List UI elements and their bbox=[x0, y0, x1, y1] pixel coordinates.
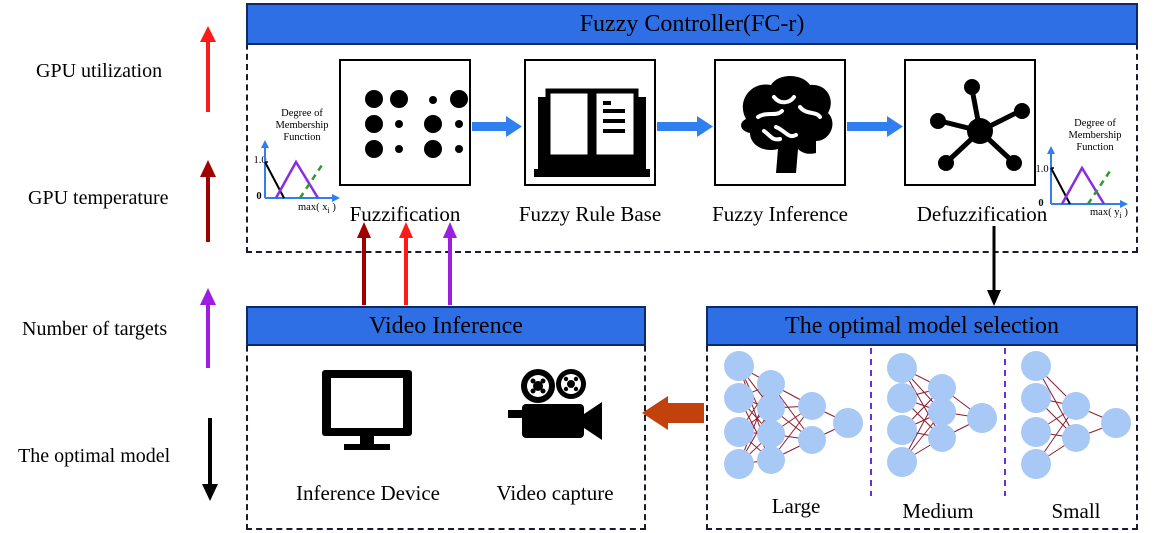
video-inference-title: Video Inference bbox=[246, 306, 646, 346]
membership-output-plot bbox=[1047, 146, 1128, 208]
fuzzy-controller-title: Fuzzy Controller(FC-r) bbox=[246, 3, 1138, 45]
small-network-nodes bbox=[1021, 351, 1131, 479]
legend-arrow-optimal-model bbox=[202, 418, 218, 501]
step-label-inference: Fuzzy Inference bbox=[712, 202, 848, 226]
device-label-inference-device: Inference Device bbox=[296, 481, 440, 505]
model-networks bbox=[724, 348, 1131, 496]
legend-arrow-gpu-temperature bbox=[200, 160, 216, 242]
network-hub-icon bbox=[930, 79, 1030, 171]
rule-base-tile bbox=[524, 59, 656, 186]
signal-arrow-number-of-targets bbox=[443, 222, 457, 305]
large-network-nodes bbox=[724, 351, 863, 479]
monitor-icon bbox=[322, 370, 412, 450]
signal-arrow-gpu-temperature bbox=[357, 222, 371, 305]
flow-arrow-fuzzification-to-rulebase bbox=[472, 116, 522, 137]
membership-input-caption: Degree of Membership Function bbox=[275, 108, 329, 143]
dots-icon bbox=[365, 90, 468, 158]
model-label-medium: Medium bbox=[902, 499, 974, 523]
legend-label-number-of-targets: Number of targets bbox=[22, 318, 168, 340]
device-label-video-capture: Video capture bbox=[496, 481, 614, 505]
step-label-defuzzification: Defuzzification bbox=[916, 202, 1048, 226]
legend-label-optimal-model: The optimal model bbox=[18, 445, 171, 467]
step-label-fuzzification: Fuzzification bbox=[349, 202, 461, 226]
signal-arrow-gpu-utilization bbox=[399, 222, 413, 305]
brain-icon bbox=[741, 76, 833, 173]
book-icon bbox=[534, 88, 650, 177]
step-label-rule-base: Fuzzy Rule Base bbox=[518, 202, 662, 226]
flow-arrow-inference-to-defuzzification bbox=[847, 116, 903, 137]
model-selection-title: The optimal model selection bbox=[706, 306, 1138, 346]
large-network-icon bbox=[738, 365, 849, 465]
legend-label-gpu-utilization: GPU utilization bbox=[36, 60, 163, 82]
membership-output-xlabel: max( yi ) bbox=[1090, 207, 1128, 221]
legend-arrow-number-of-targets bbox=[200, 288, 216, 368]
medium-network-nodes bbox=[887, 353, 997, 477]
fuzzification-tile bbox=[339, 59, 471, 186]
membership-input-ytick: 1.0 bbox=[253, 155, 267, 166]
flow-arrow-rulebase-to-inference bbox=[657, 116, 713, 137]
membership-input-plot bbox=[261, 140, 340, 202]
signal-arrow-optimal-model bbox=[987, 226, 1001, 306]
legend-label-gpu-temperature: GPU temperature bbox=[28, 187, 169, 209]
video-camera-icon bbox=[508, 369, 602, 440]
membership-input-origin: 0 bbox=[256, 191, 262, 202]
membership-output-ytick: 1.0 bbox=[1035, 164, 1049, 175]
membership-output-origin: 0 bbox=[1038, 198, 1044, 209]
model-label-large: Large bbox=[771, 494, 821, 518]
defuzzification-tile bbox=[904, 59, 1036, 186]
membership-output-caption: Degree of Membership Function bbox=[1068, 118, 1122, 153]
legend-arrow-gpu-utilization bbox=[200, 26, 216, 112]
selection-arrow bbox=[642, 396, 704, 430]
model-label-small: Small bbox=[1051, 499, 1101, 523]
membership-input-xlabel: max( xi ) bbox=[298, 202, 336, 216]
inference-tile bbox=[714, 59, 846, 186]
